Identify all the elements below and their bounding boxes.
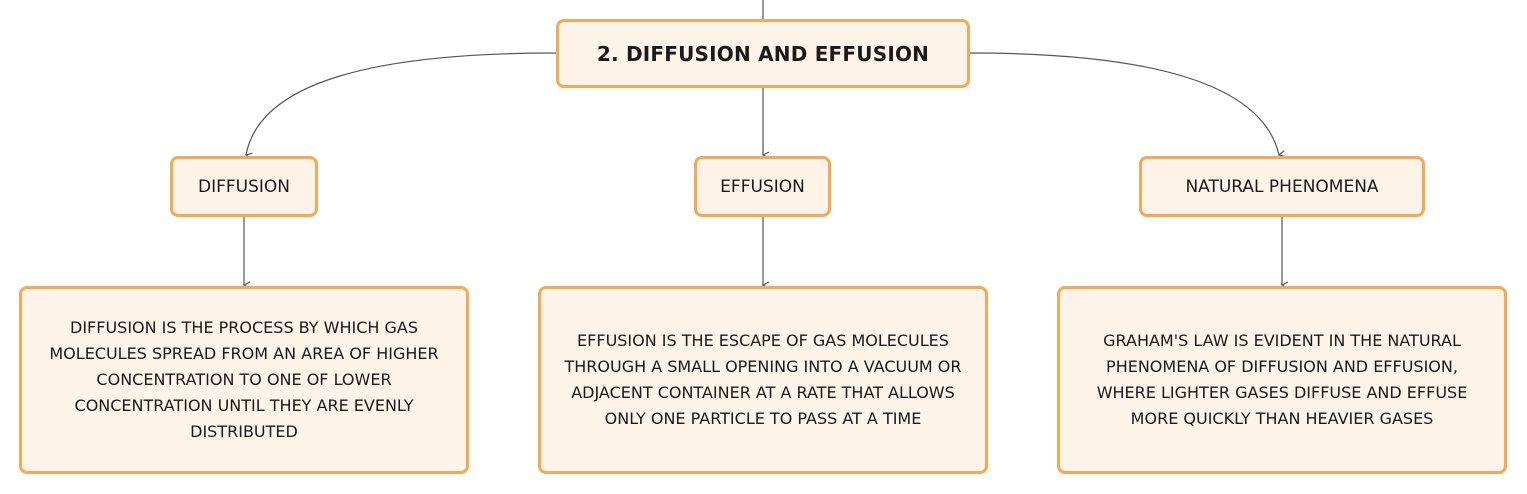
topic-node-natural-phenomena[interactable]: NATURAL PHENOMENA (1139, 156, 1425, 217)
description-text: EFFUSION IS THE ESCAPE OF GAS MOLECULES … (564, 331, 962, 428)
connector-root-to-natural-phenomena (969, 52, 1279, 155)
connector-root-to-diffusion (246, 52, 557, 155)
description-text: GRAHAM'S LAW IS EVIDENT IN THE NATURAL P… (1096, 331, 1468, 428)
topic-node-label: EFFUSION (720, 176, 805, 197)
root-node-label: 2. DIFFUSION AND EFFUSION (596, 41, 930, 66)
description-text: DIFFUSION IS THE PROCESS BY WHICH GAS MO… (49, 318, 439, 441)
topic-node-label: DIFFUSION (197, 176, 290, 197)
topic-node-label: NATURAL PHENOMENA (1185, 176, 1379, 197)
topic-node-effusion[interactable]: EFFUSION (694, 156, 831, 217)
description-node-natural-phenomena[interactable]: GRAHAM'S LAW IS EVIDENT IN THE NATURAL P… (1057, 286, 1507, 474)
description-node-diffusion[interactable]: DIFFUSION IS THE PROCESS BY WHICH GAS MO… (19, 286, 469, 474)
description-node-effusion[interactable]: EFFUSION IS THE ESCAPE OF GAS MOLECULES … (538, 286, 988, 474)
root-node[interactable]: 2. DIFFUSION AND EFFUSION (556, 19, 970, 88)
topic-node-diffusion[interactable]: DIFFUSION (170, 156, 318, 217)
